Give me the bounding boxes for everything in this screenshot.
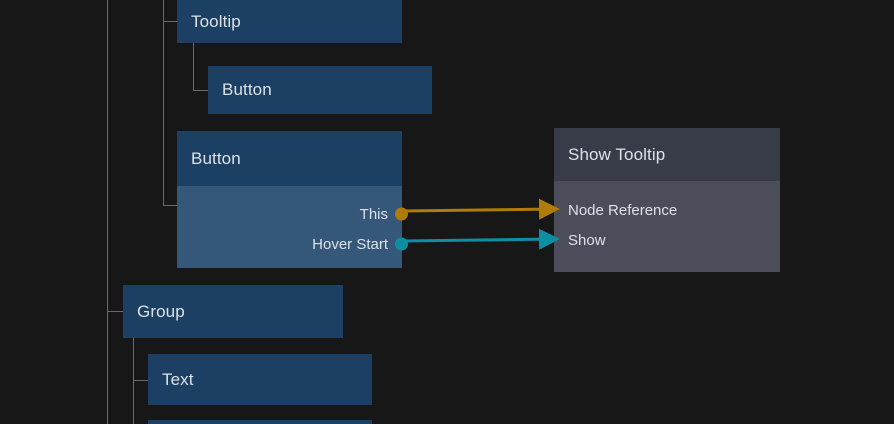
- node-partial-bottom-title: [148, 420, 372, 424]
- tree-elbow-text: [133, 380, 148, 381]
- node-show-tooltip-title: Show Tooltip: [554, 128, 780, 181]
- node-button-signal-title: Button: [177, 131, 402, 186]
- port-in-node-reference[interactable]: Node Reference: [554, 195, 780, 225]
- wire-hover-start-to-show: [401, 228, 560, 250]
- port-out-this[interactable]: This: [177, 199, 408, 229]
- tree-trunk-tooltip-children: [193, 43, 194, 91]
- port-dot-this-icon[interactable]: [395, 207, 408, 221]
- wire-this-to-node-reference: [401, 198, 560, 220]
- port-in-show-label: Show: [568, 231, 606, 249]
- tree-elbow-group: [107, 311, 123, 312]
- tree-elbow-button-child: [193, 90, 208, 91]
- tree-trunk-tooltip-branch: [163, 0, 164, 205]
- port-in-show[interactable]: Show: [554, 225, 780, 255]
- port-out-this-label: This: [359, 205, 388, 223]
- tree-trunk-root: [107, 0, 108, 424]
- port-in-node-reference-label: Node Reference: [568, 201, 678, 219]
- node-button-signal[interactable]: Button This Hover Start: [177, 131, 408, 268]
- node-group-title: Group: [123, 285, 343, 338]
- node-button-child-title: Button: [208, 66, 432, 114]
- node-group[interactable]: Group: [123, 285, 343, 338]
- node-text[interactable]: Text: [148, 354, 372, 405]
- port-out-hover-start[interactable]: Hover Start: [177, 229, 408, 259]
- node-button-signal-body: This Hover Start: [177, 186, 408, 268]
- node-tooltip-title: Tooltip: [177, 0, 402, 43]
- node-show-tooltip[interactable]: Show Tooltip Node Reference Show: [554, 128, 780, 272]
- port-dot-hover-start-icon[interactable]: [395, 237, 408, 251]
- node-tooltip[interactable]: Tooltip: [177, 0, 402, 43]
- tree-trunk-group-children: [133, 338, 134, 424]
- node-show-tooltip-body: Node Reference Show: [554, 181, 780, 272]
- port-out-hover-start-label: Hover Start: [312, 235, 388, 253]
- node-button-child[interactable]: Button: [208, 66, 432, 114]
- node-partial-bottom[interactable]: [148, 420, 372, 424]
- tree-elbow-tooltip: [163, 21, 178, 22]
- node-text-title: Text: [148, 354, 372, 405]
- tree-elbow-button-signal: [163, 205, 178, 206]
